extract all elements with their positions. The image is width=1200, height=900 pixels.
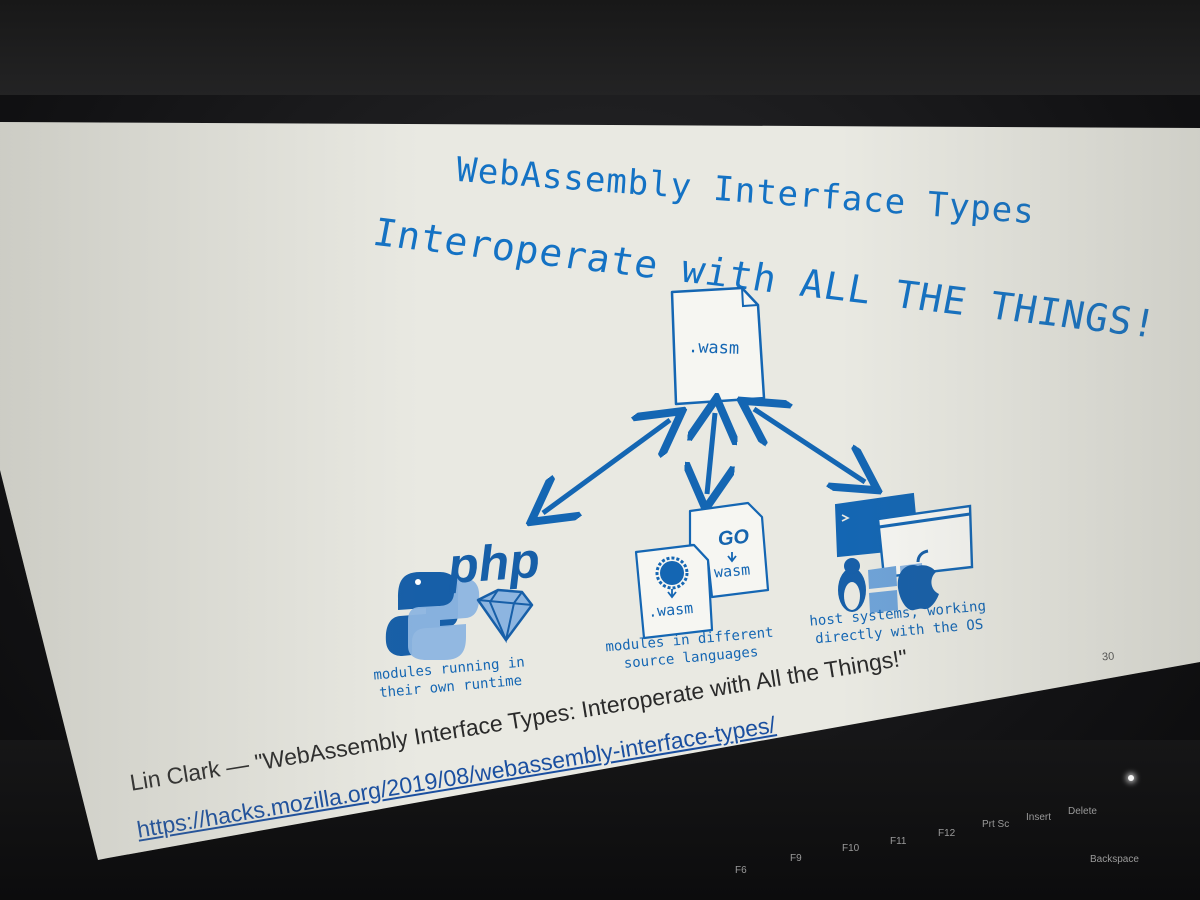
slide-page-number: 30 [1102,651,1115,664]
center-wasm-label: .wasm [688,337,740,359]
key-backspace[interactable]: Backspace [1090,854,1139,865]
terminal-window-icon [836,494,972,577]
linux-penguin-icon [838,558,866,612]
key-f9[interactable]: F9 [790,853,802,864]
slide-title-line-2: Interoperate with ALL THE THINGS! [370,210,1161,347]
key-f6[interactable]: F6 [735,865,747,876]
arrow-middle [707,413,715,494]
key-insert[interactable]: Insert [1026,812,1051,823]
key-prtsc[interactable]: Prt Sc [982,819,1009,830]
power-led [1128,775,1134,781]
ruby-gem-icon [478,590,532,640]
caption-source-languages: modules in different source languages [605,624,776,675]
arrow-right [754,409,865,482]
slide-title-line-1: WebAssembly Interface Types [455,150,1036,232]
key-f12[interactable]: F12 [938,828,955,839]
bezel-top [0,0,1200,95]
go-logo: GO [717,526,750,552]
key-f11[interactable]: F11 [890,836,907,847]
arrow-left [543,420,670,513]
php-logo: php [446,531,541,595]
go-wasm-label: wasm [713,560,751,581]
key-f10[interactable]: F10 [842,843,859,854]
caption-runtime-modules: modules running in their own runtime [373,653,527,702]
rust-file-icon [636,545,712,638]
caption-host-systems: host systems, working directly with the … [809,597,988,648]
rust-wasm-label: .wasm [647,599,694,621]
rust-logo-icon [657,558,687,597]
key-delete[interactable]: Delete [1068,806,1097,817]
